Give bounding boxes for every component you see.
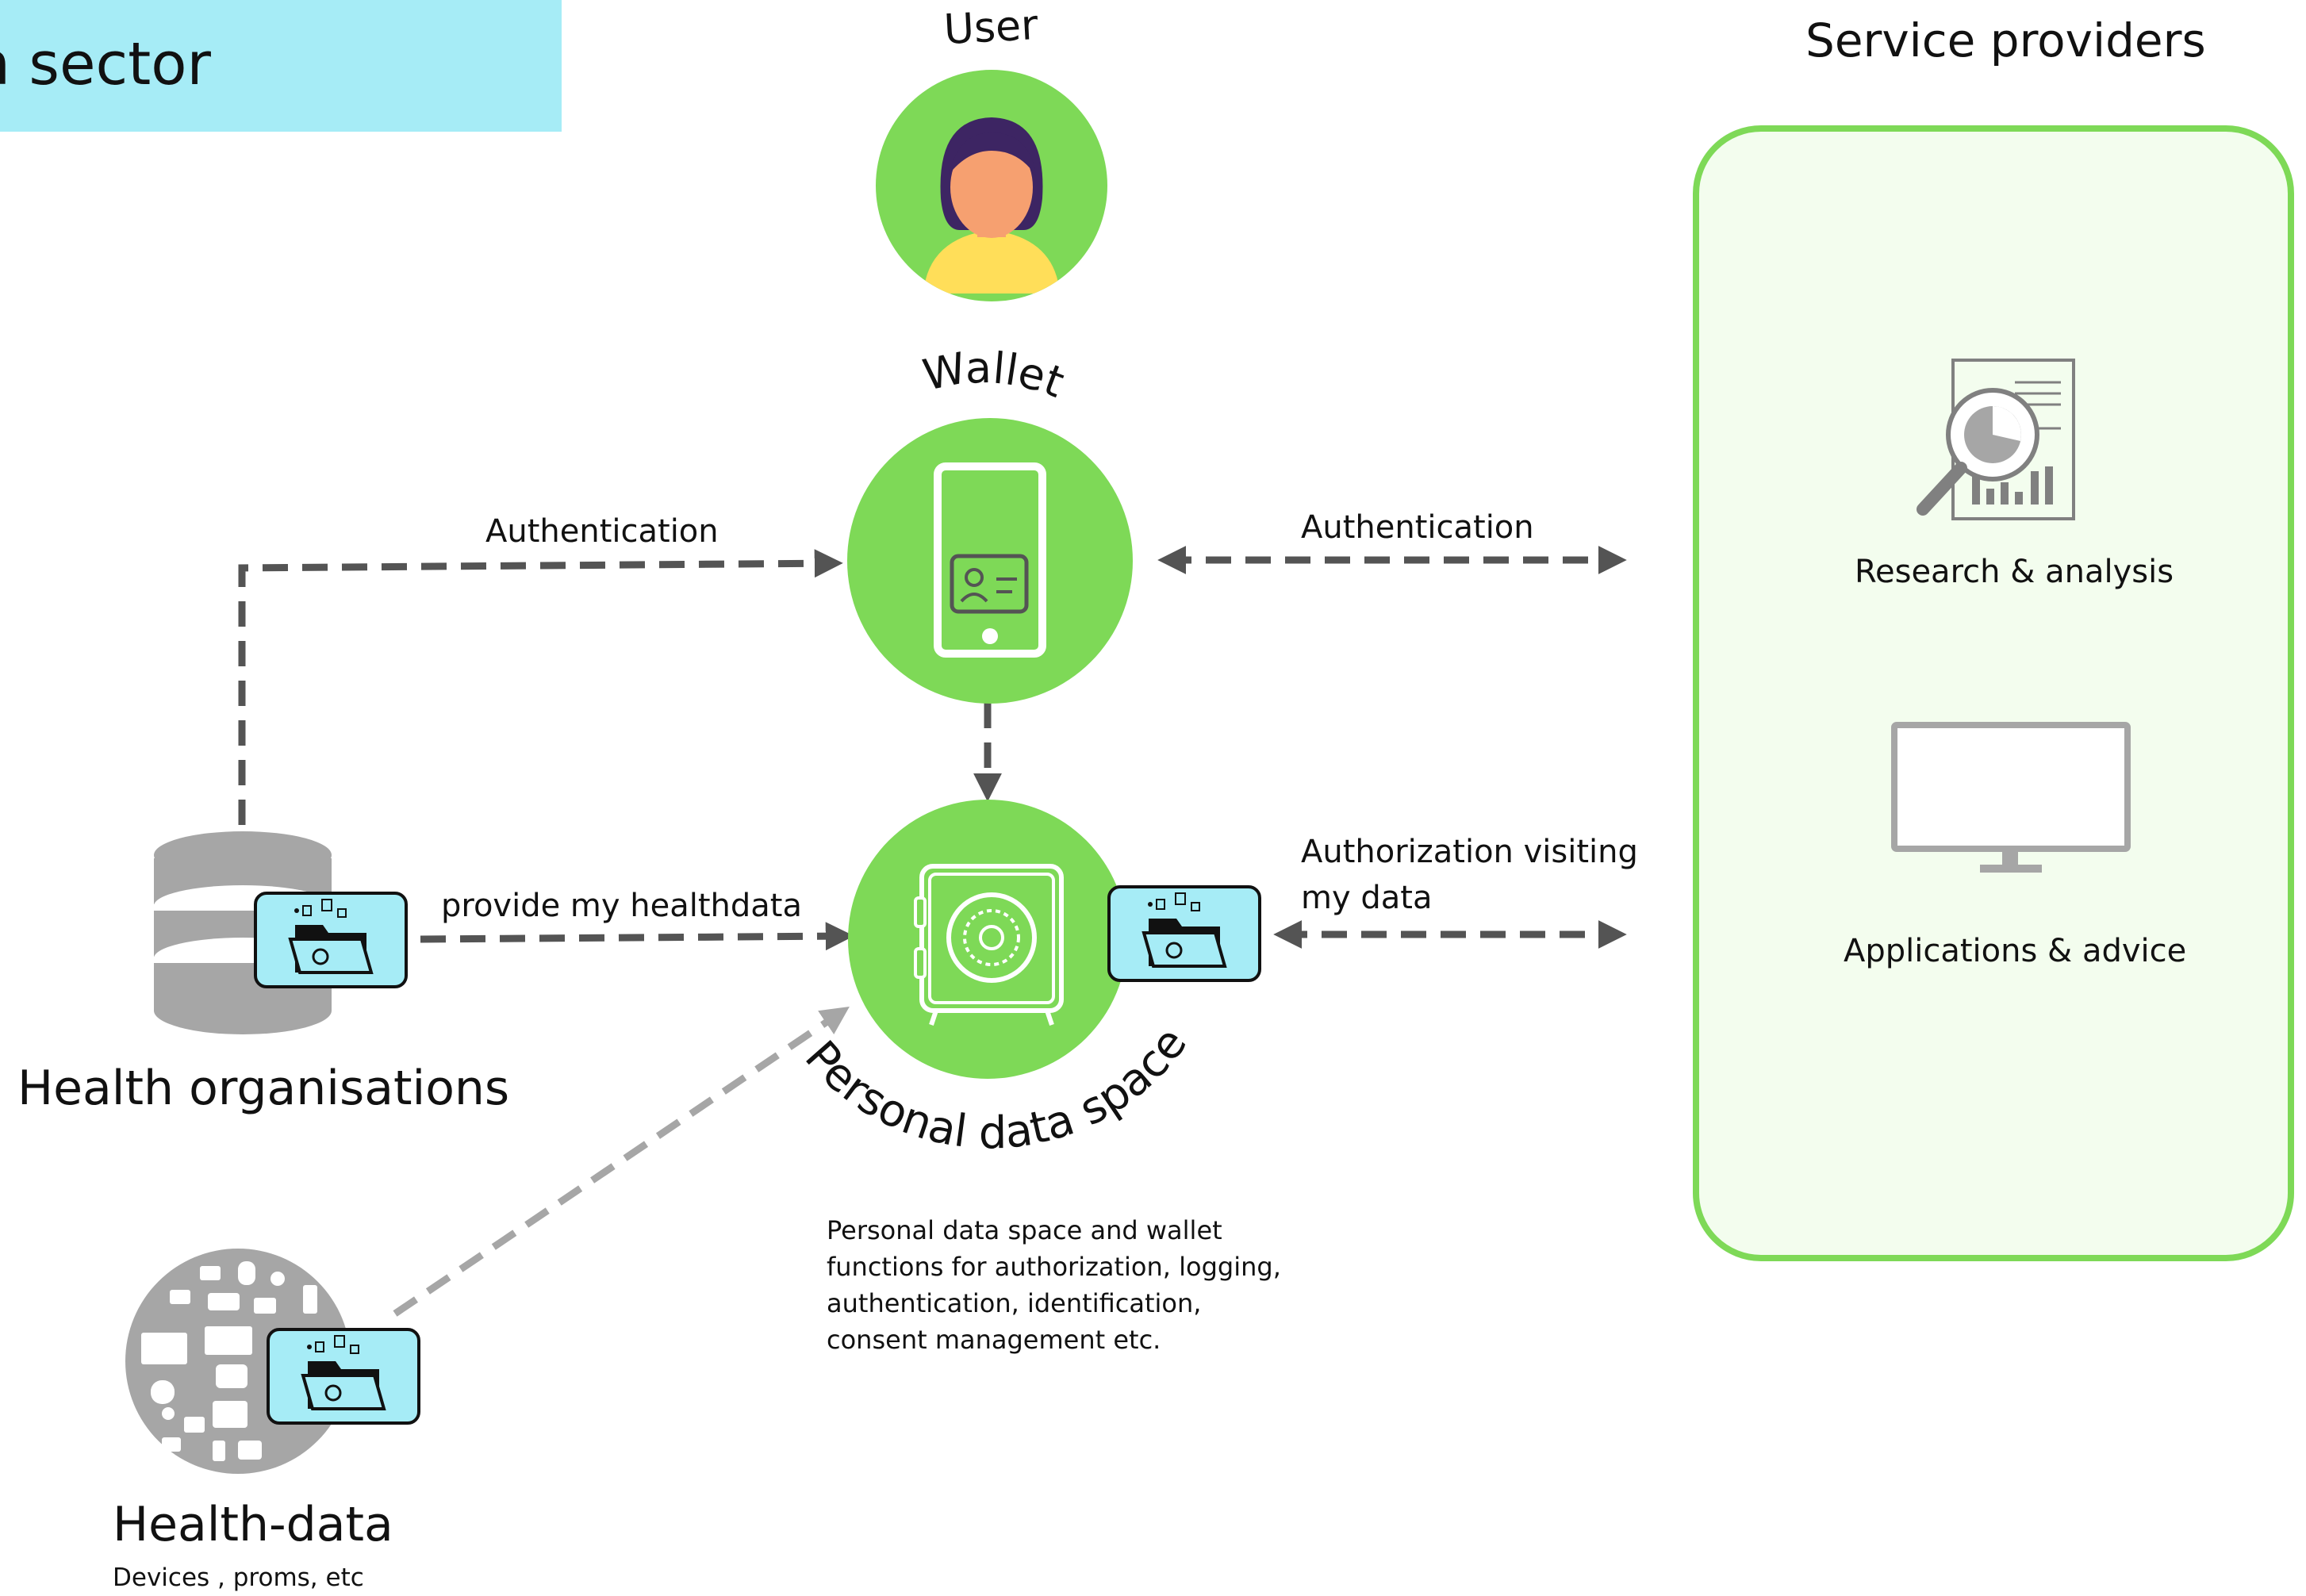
health-data-sublabel: Devices , proms, etc (113, 1563, 364, 1592)
pds-node (848, 800, 1127, 1079)
arrow-org-to-pds (420, 922, 854, 951)
provider-item-research: Research & analysis (1855, 554, 2174, 590)
provider-item-applications: Applications & advice (1844, 933, 2187, 969)
edge-label-org-to-wallet: Authentication (485, 513, 719, 550)
org-folder-badge (254, 892, 408, 988)
pds-folder-badge (1107, 885, 1261, 982)
pds-description-line: authentication, identification, (827, 1288, 1202, 1318)
banner-title: h sector (0, 30, 211, 98)
health-data-label: Health-data (113, 1497, 393, 1552)
edge-label-pds-to-providers-2: my data (1301, 880, 1433, 916)
wallet-label: Wallet (919, 343, 1071, 408)
service-providers-title: Service providers (1805, 13, 2206, 67)
arrow-org-to-wallet (238, 549, 843, 825)
edge-label-pds-to-providers-1: Authorization visiting (1301, 834, 1638, 870)
pds-description-line: consent management etc. (827, 1325, 1161, 1355)
healthdata-folder-badge (267, 1328, 420, 1425)
arrow-healthdata-to-pds (393, 1006, 850, 1317)
user-label: User (942, 2, 1039, 54)
pds-description: Personal data space and wallet functions… (827, 1212, 1303, 1358)
service-providers-box (1693, 125, 2294, 1261)
report-magnifier-icon (1917, 359, 2075, 520)
health-organisations-label: Health organisations (17, 1061, 510, 1116)
user-node (876, 70, 1107, 301)
wallet-node (847, 418, 1133, 704)
edge-label-org-to-pds: provide my healthdata (441, 888, 802, 924)
title-banner: h sector (0, 0, 562, 132)
monitor-icon (1891, 722, 2131, 873)
pds-description-line: Personal data space and wallet (827, 1215, 1222, 1245)
edge-label-wallet-to-providers: Authentication (1301, 509, 1534, 546)
pds-description-line: functions for authorization, logging, (827, 1252, 1281, 1282)
